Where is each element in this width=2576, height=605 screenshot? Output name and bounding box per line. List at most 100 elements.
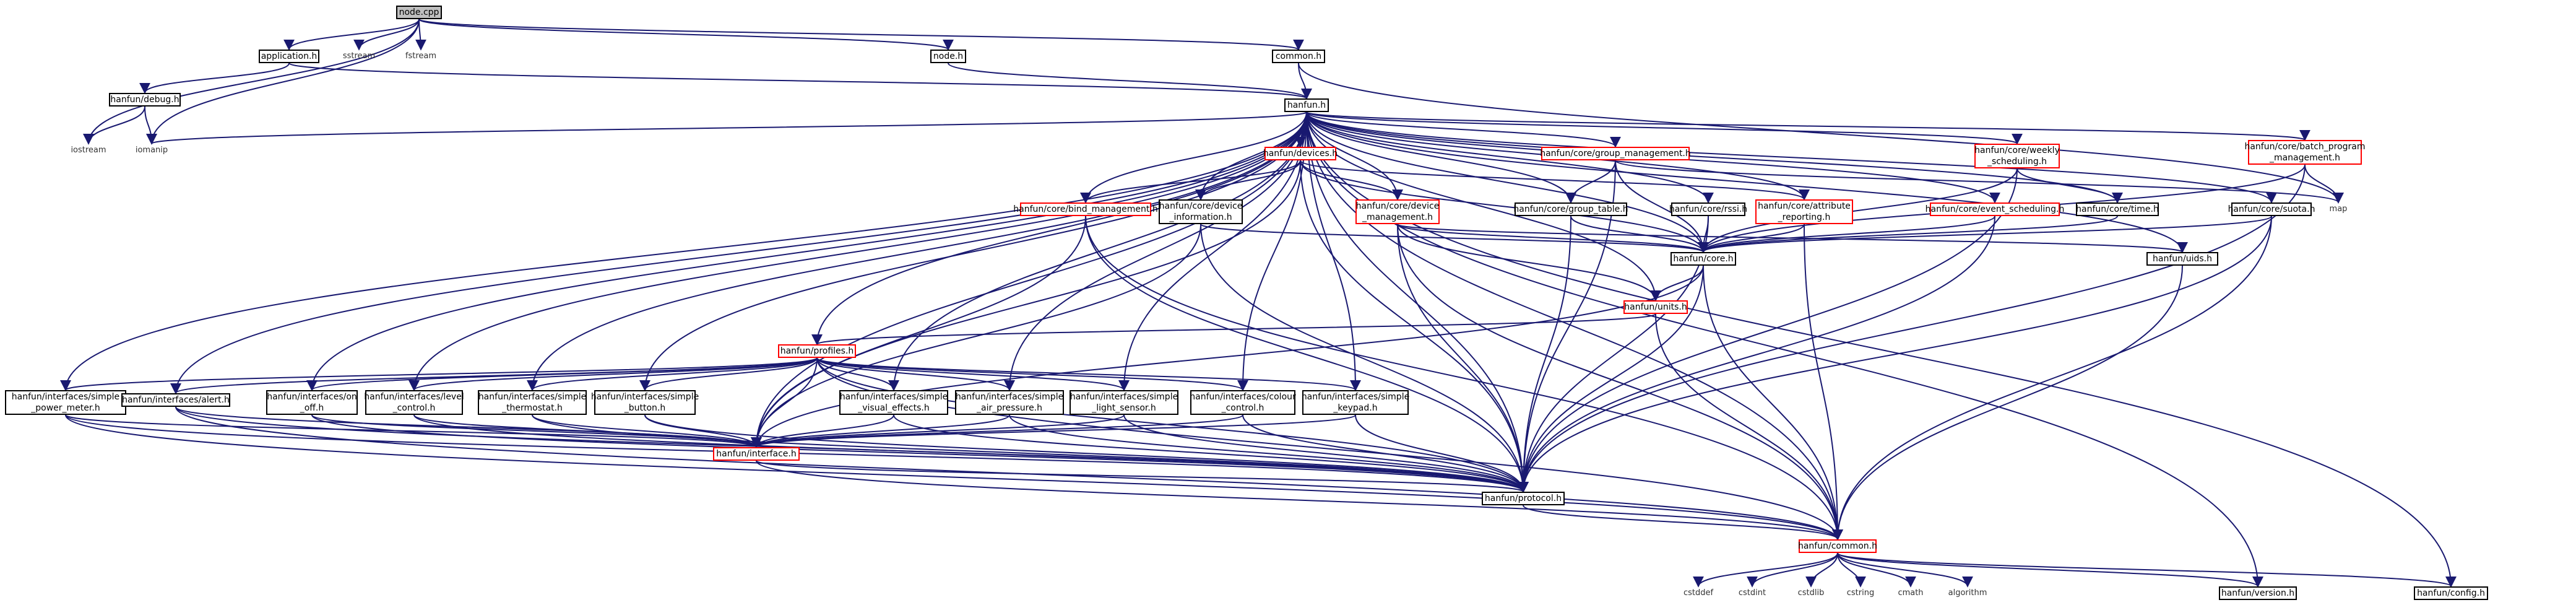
level-control-h-node[interactable]: hanfun/interfaces/level_control.h — [364, 390, 464, 415]
version-h-node[interactable]: hanfun/version.h — [2219, 586, 2297, 600]
edge-hanfun-h-to-weekly-scheduling-h — [1306, 111, 2023, 145]
colour-control-h-node[interactable]: hanfun/interfaces/colour_control.h — [1190, 390, 1296, 415]
devices-h-node[interactable]: hanfun/devices.h — [1263, 147, 1338, 160]
simple-light-sensor-h-node[interactable]: hanfun/interfaces/simple_light_sensor.h — [1070, 390, 1178, 415]
map-node: map — [2329, 204, 2348, 214]
protocol-h-node[interactable]: hanfun/protocol.h — [1482, 492, 1565, 505]
edge-hanfun-h-to-batch-program-h — [1306, 111, 2310, 141]
simple-visual-effects-h-node[interactable]: hanfun/interfaces/simple_visual_effects.… — [839, 390, 948, 415]
edge-common-h-to-cstdlib — [1805, 552, 1838, 588]
group-table-h-node[interactable]: hanfun/core/group_table.h — [1513, 202, 1628, 216]
edge-hanfun-h-to-alert-h — [170, 111, 1307, 394]
edge-hanfun-h-to-simple-light-sensor-h — [1118, 111, 1307, 391]
simple-power-meter-h-node[interactable]: hanfun/interfaces/simple_power_meter.h — [5, 390, 126, 415]
attribute-reporting-h-node[interactable]: hanfun/core/attribute_reporting.h — [1755, 199, 1853, 224]
edge-hanfun-h-to-simple-keypad-h — [1306, 111, 1361, 391]
profiles-h-node[interactable]: hanfun/profiles.h — [778, 344, 856, 358]
edge-devices-h-to-core-h — [1300, 160, 1709, 253]
cstdint-node: cstdint — [1738, 588, 1766, 598]
core-h-node[interactable]: hanfun/core.h — [1671, 252, 1736, 266]
units-h-node[interactable]: hanfun/units.h — [1623, 300, 1688, 314]
edge-application-h-to-hanfun-h — [288, 63, 1312, 100]
edge-node-cpp-to-fstream — [415, 19, 426, 51]
edge-device-information-h-to-protocol-h — [1200, 224, 1529, 493]
weekly-scheduling-h-node[interactable]: hanfun/core/weekly_scheduling.h — [1974, 144, 2060, 168]
edge-bind-management-h-to-protocol-h — [1085, 215, 1529, 493]
edge-hanfun-h-to-config-h — [1306, 111, 2457, 588]
edge-time-h-to-core-h — [1698, 215, 2118, 253]
edge-level-control-h-to-protocol-h — [413, 414, 1529, 493]
cstring-node: cstring — [1846, 588, 1875, 598]
time-h-node[interactable]: hanfun/core/time.h — [2076, 202, 2159, 216]
hanfun-debug-h-node[interactable]: hanfun/debug.h — [109, 93, 181, 107]
device-management-h-node[interactable]: hanfun/core/device_management.h — [1355, 199, 1440, 224]
edge-common-h-top-to-hanfun-h — [1298, 63, 1312, 100]
application-h-node[interactable]: application.h — [259, 50, 319, 63]
cstddef-node: cstddef — [1683, 588, 1714, 598]
rssi-h-node[interactable]: hanfun/core/rssi.h — [1669, 202, 1747, 216]
edge-devices-h-to-attribute-reporting-h — [1300, 160, 1810, 201]
edge-device-information-h-to-core-h — [1200, 224, 1709, 253]
hanfun-h-node[interactable]: hanfun.h — [1284, 98, 1329, 112]
edge-on-off-h-to-interface-h — [311, 414, 762, 448]
edge-profiles-h-to-simple-power-meter-h — [60, 357, 818, 391]
edge-hanfun-h-to-common-h — [1306, 111, 1843, 541]
algorithm-node: algorithm — [1948, 588, 1987, 598]
edge-device-information-h-to-interface-h — [751, 224, 1201, 448]
edge-suota-h-to-core-h — [1698, 215, 2272, 253]
simple-air-pressure-h-node[interactable]: hanfun/interfaces/simple_air_pressure.h — [955, 390, 1064, 415]
common-h-top-node[interactable]: common.h — [1272, 50, 1325, 63]
suota-h-node[interactable]: hanfun/core/suota.h — [2228, 202, 2315, 216]
edge-simple-visual-effects-h-to-protocol-h — [893, 414, 1529, 493]
edge-batch-program-h-to-map — [2304, 164, 2344, 204]
edge-hanfun-h-to-uids-h — [1306, 111, 2188, 253]
batch-program-management-h-node[interactable]: hanfun/core/batch_program_management.h — [2244, 140, 2366, 165]
edge-profiles-h-to-level-control-h — [408, 357, 818, 391]
edge-simple-keypad-h-to-interface-h — [751, 414, 1356, 448]
edge-profiles-h-to-on-off-h — [306, 357, 818, 391]
edge-profiles-h-to-simple-visual-effects-h — [816, 357, 899, 391]
edge-node-cpp-to-application-h — [283, 19, 420, 51]
alert-h-node[interactable]: hanfun/interfaces/alert.h — [121, 393, 230, 407]
event-scheduling-h-node[interactable]: hanfun/core/event_scheduling.h — [1926, 202, 2064, 216]
edge-hanfun-h-to-device-management-h — [1306, 111, 1403, 201]
edge-devices-h-to-device-information-h — [1195, 160, 1301, 201]
fstream-node: fstream — [405, 51, 437, 61]
edge-profiles-h-to-simple-air-pressure-h — [816, 357, 1015, 391]
edge-group-management-h-to-group-table-h — [1565, 160, 1616, 204]
simple-button-h-node[interactable]: hanfun/interfaces/simple_button.h — [591, 390, 699, 415]
edge-device-management-h-to-units-h — [1397, 224, 1661, 302]
edge-device-management-h-to-core-h — [1397, 224, 1709, 253]
edge-profiles-h-to-interface-h — [751, 357, 818, 448]
group-management-h-node[interactable]: hanfun/core/group_management.h — [1540, 147, 1691, 160]
edge-suota-h-to-protocol-h — [1518, 215, 2272, 493]
bind-management-h-node[interactable]: hanfun/core/bind_management.h — [1013, 202, 1158, 216]
simple-keypad-h-node[interactable]: hanfun/interfaces/simple_keypad.h — [1302, 390, 1409, 415]
edge-hanfun-h-to-simple-power-meter-h — [60, 111, 1307, 391]
edge-hanfun-h-to-time-h — [1306, 111, 2123, 204]
hanfun-common-h-node[interactable]: hanfun/common.h — [1798, 539, 1877, 553]
edge-simple-light-sensor-h-to-protocol-h — [1123, 414, 1529, 493]
edge-interface-h-to-common-h — [756, 460, 1843, 541]
edge-uids-h-to-common-h — [1832, 265, 2183, 541]
edge-bind-management-h-to-interface-h — [751, 215, 1086, 448]
edge-node-cpp-to-sstream — [353, 19, 420, 51]
edge-common-h-to-cstdint — [1747, 552, 1838, 588]
config-h-node[interactable]: hanfun/config.h — [2414, 586, 2488, 600]
edge-common-h-to-algorithm — [1837, 552, 1973, 588]
edge-attribute-reporting-h-to-common-h — [1804, 224, 1843, 541]
edge-protocol-h-to-common-h — [1523, 505, 1843, 541]
node-h-node[interactable]: node.h — [930, 50, 966, 63]
edge-node-cpp-to-iostream — [83, 19, 420, 145]
edge-node-cpp-to-node-h — [418, 19, 954, 51]
interface-h-node[interactable]: hanfun/interface.h — [713, 447, 800, 461]
device-information-h-node[interactable]: hanfun/core/device_information.h — [1159, 199, 1243, 224]
edge-devices-h-to-bind-management-h — [1080, 160, 1301, 204]
simple-thermostat-h-node[interactable]: hanfun/interfaces/simple_thermostat.h — [478, 390, 587, 415]
edge-common-h-to-cmath — [1837, 552, 1916, 588]
edge-hanfun-h-to-protocol-h — [1306, 111, 1529, 493]
edge-hanfun-debug-h-to-iomanip — [144, 106, 157, 145]
on-off-h-node[interactable]: hanfun/interfaces/on_off.h — [266, 390, 358, 415]
edge-bind-management-h-to-common-h — [1085, 215, 1843, 541]
uids-h-node[interactable]: hanfun/uids.h — [2146, 252, 2218, 266]
